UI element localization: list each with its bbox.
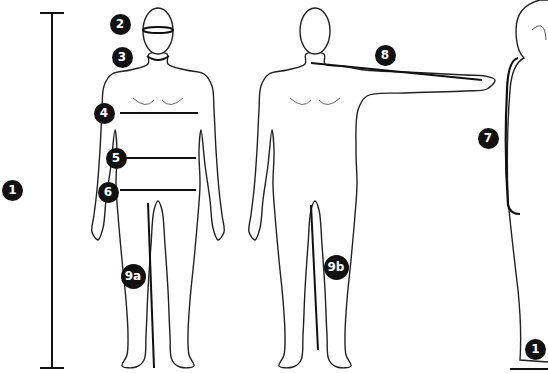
callout-number: 3	[112, 47, 133, 68]
measure-lines	[40, 13, 548, 369]
callout-text: 2	[116, 18, 124, 30]
callout-number: 6	[98, 182, 119, 203]
side-figure	[507, 0, 548, 362]
callout-text: 7	[484, 132, 492, 144]
callout-number: 4	[94, 103, 115, 124]
callout-text: 8	[381, 49, 389, 61]
callout-number: 9a	[121, 264, 146, 289]
callout-number: 5	[106, 148, 127, 169]
callout-text: 4	[100, 107, 108, 119]
callout-number: 9b	[324, 255, 349, 280]
callout-text: 5	[112, 152, 120, 164]
callout-text: 6	[104, 186, 112, 198]
callout-text: 1	[8, 184, 16, 196]
callout-text: 9a	[125, 270, 141, 282]
callout-text: 3	[118, 51, 126, 63]
callout-number: 7	[478, 128, 499, 149]
callout-number: 1	[2, 180, 23, 201]
callout-number: 2	[110, 14, 131, 35]
callout-text: 9b	[328, 261, 345, 273]
front-figure	[92, 8, 225, 368]
callout-text: 1	[531, 343, 539, 355]
back-figure	[249, 8, 495, 368]
callout-number: 1	[525, 339, 546, 360]
callout-number: 8	[375, 45, 396, 66]
